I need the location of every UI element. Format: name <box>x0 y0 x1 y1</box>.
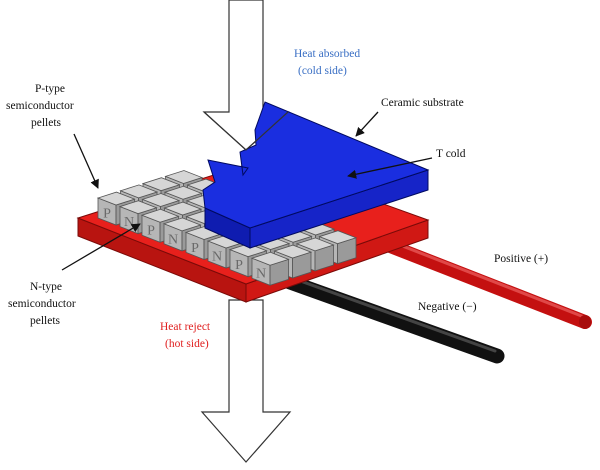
heat-absorbed-label: Heat absorbed <box>294 48 360 60</box>
pellet-letter: P <box>191 241 199 256</box>
n-type-label-line1: N-type <box>30 281 62 293</box>
heat-reject-label: Heat reject <box>160 321 211 333</box>
p-type-label-line3: pellets <box>31 117 62 129</box>
pellet-letter: N <box>212 250 222 265</box>
positive-wire <box>373 235 592 329</box>
n-type-label-line2: semiconductor <box>8 298 76 310</box>
ntype-leader <box>61 223 141 271</box>
n-type-label-line3: pellets <box>30 315 61 327</box>
positive-label: Positive (+) <box>494 253 548 265</box>
pellet-letter: P <box>147 224 155 239</box>
tcold-leader <box>347 157 433 179</box>
cold-side-substrate <box>202 101 430 249</box>
heat-absorbed-arrow-tip <box>203 111 289 151</box>
pellet-letter: N <box>168 232 178 247</box>
ptype-leader <box>73 133 99 189</box>
pellet-letter: N <box>256 267 266 282</box>
p-type-label-line1: P-type <box>35 83 65 95</box>
heat-reject-sublabel: (hot side) <box>165 338 209 350</box>
heat-absorbed-sublabel: (cold side) <box>298 65 347 77</box>
pellet: N <box>250 251 290 286</box>
ceramic-leader <box>355 111 379 137</box>
heat-reject-arrow <box>200 299 292 463</box>
p-type-label-line2: semiconductor <box>6 100 74 112</box>
negative-label: Negative (−) <box>418 301 477 313</box>
ceramic-substrate-label: Ceramic substrate <box>381 97 464 109</box>
pellet-letter: N <box>124 215 134 230</box>
negative-wire <box>282 274 505 364</box>
pellet-letter: P <box>103 207 111 222</box>
t-cold-label: T cold <box>436 148 466 160</box>
pellet-letter: P <box>235 258 243 273</box>
